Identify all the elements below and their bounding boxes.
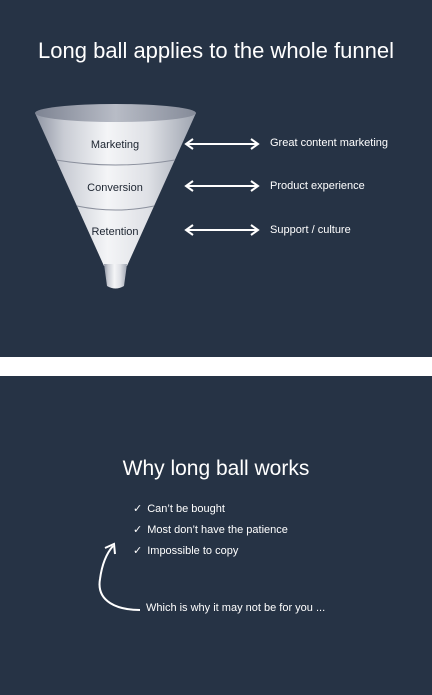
footnote: Which is why it may not be for you ... xyxy=(146,602,326,614)
reason-text: Can’t be bought xyxy=(147,503,225,515)
slide-funnel: Long ball applies to the whole funnel xyxy=(0,0,432,357)
funnel-graphic xyxy=(35,104,196,289)
checkmark-icon: ✓ xyxy=(133,545,143,557)
reason-text: Impossible to copy xyxy=(147,545,239,557)
stage-description-retention: Support / culture xyxy=(270,224,351,236)
slide-why-long-ball: Why long ball works ✓ Can’t be bought ✓ Mo… xyxy=(0,376,432,695)
reason-item: ✓ Most don’t have the patience xyxy=(133,523,288,536)
stage-label-marketing: Marketing xyxy=(90,139,140,151)
reason-text: Most don’t have the patience xyxy=(147,524,288,536)
stage-label-retention: Retention xyxy=(91,226,139,238)
stage-description-marketing: Great content marketing xyxy=(270,137,389,149)
double-arrow-icon xyxy=(184,180,260,192)
stage-description-conversion: Product experience xyxy=(270,180,365,192)
reason-item: ✓ Impossible to copy xyxy=(133,544,238,557)
stage-label-conversion: Conversion xyxy=(87,182,143,194)
curved-arrow-icon xyxy=(98,542,141,611)
checkmark-icon: ✓ xyxy=(133,524,143,536)
double-arrow-icon xyxy=(184,224,260,236)
slide-title: Why long ball works xyxy=(122,457,310,480)
slide-title: Long ball applies to the whole funnel xyxy=(38,38,394,63)
double-arrow-icon xyxy=(184,138,260,150)
reason-item: ✓ Can’t be bought xyxy=(133,502,225,515)
checkmark-icon: ✓ xyxy=(133,503,143,515)
